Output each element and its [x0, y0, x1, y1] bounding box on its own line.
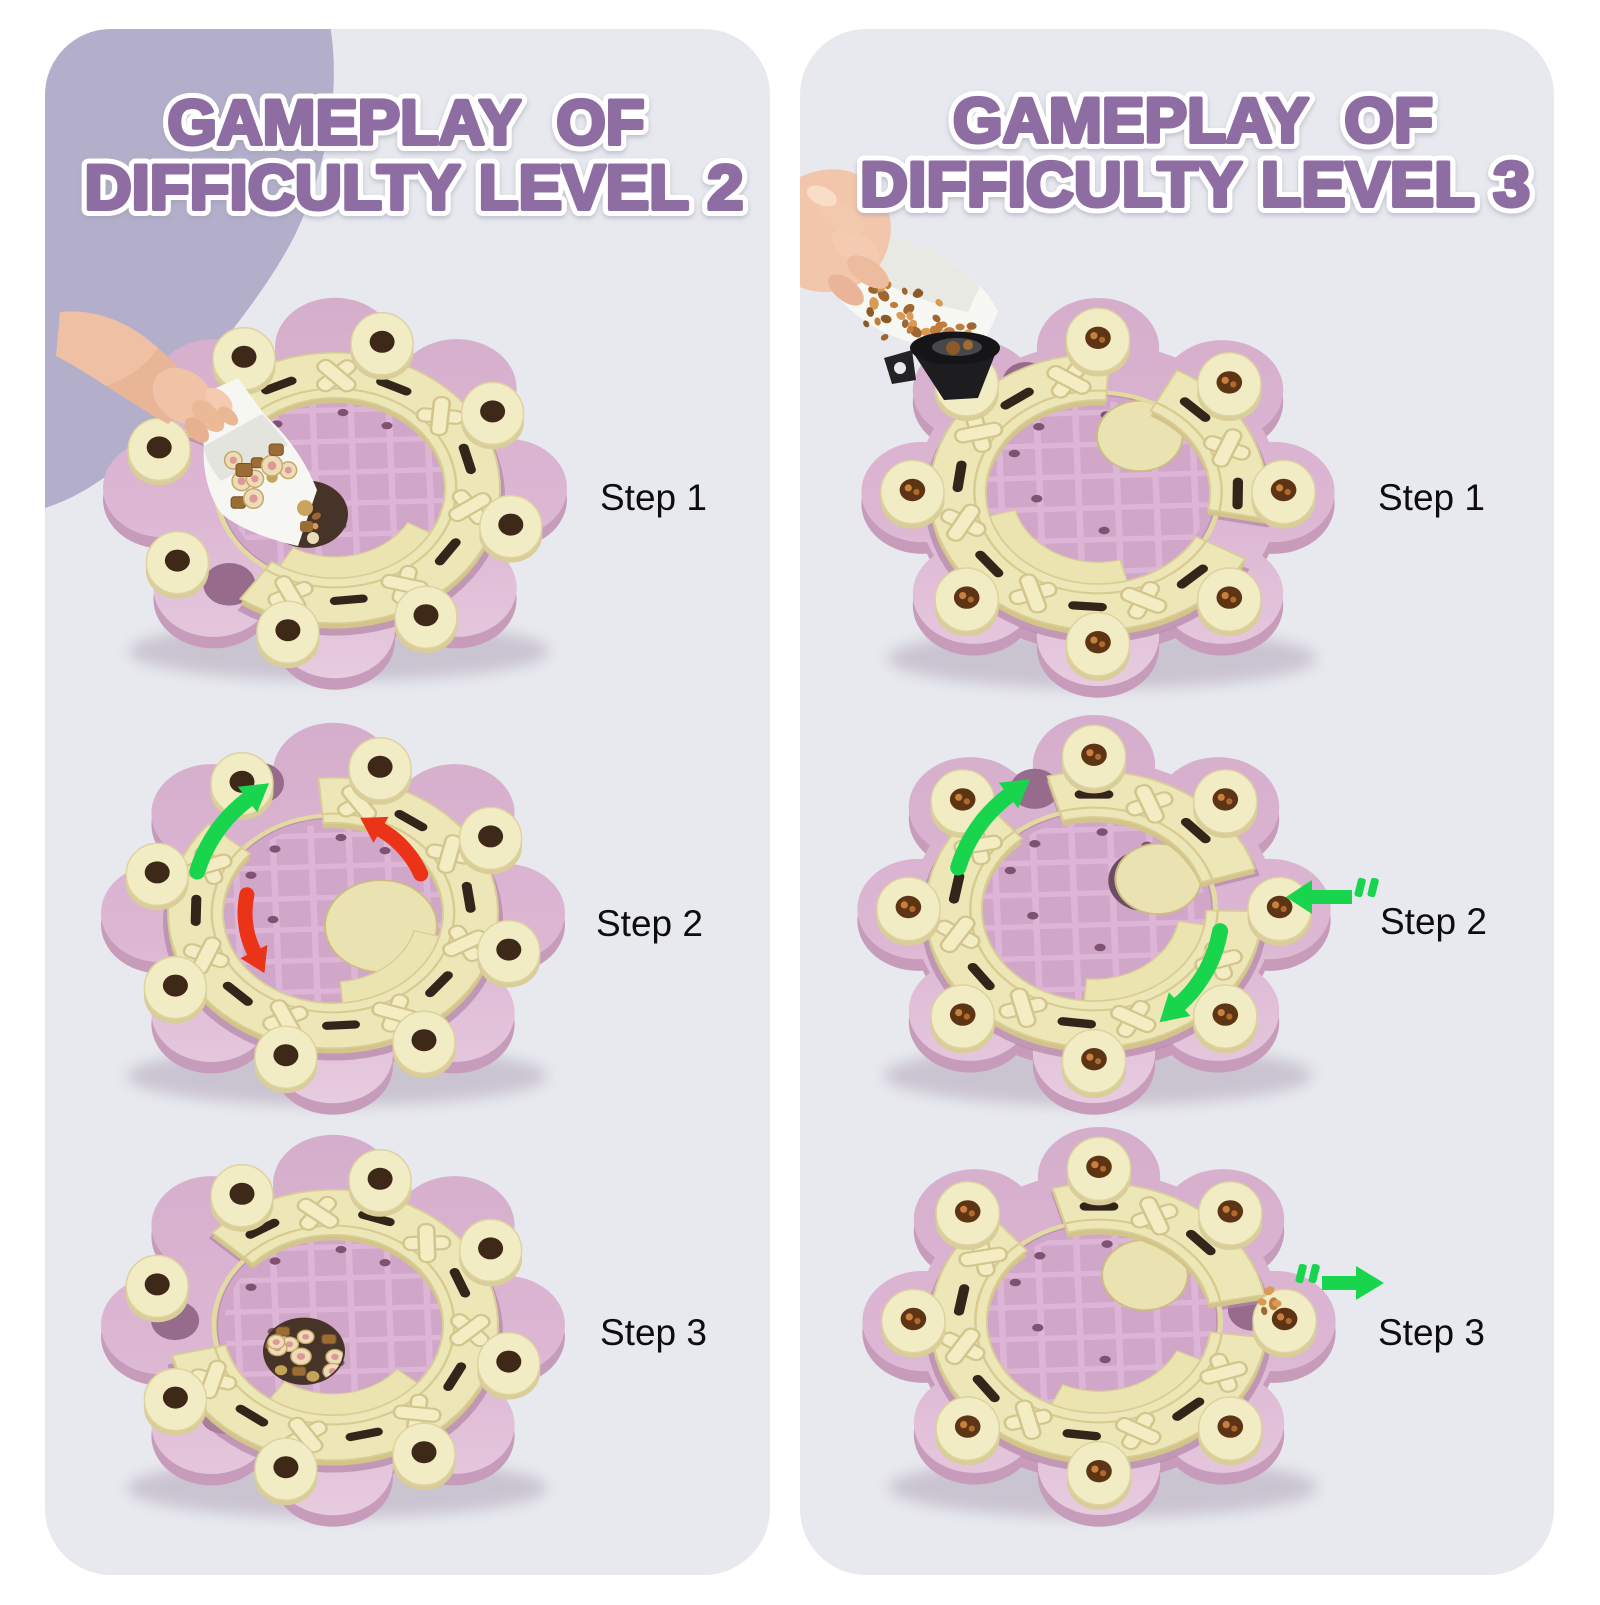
svg-text:Step 3: Step 3: [1378, 1312, 1485, 1353]
svg-text:GAMEPLAY OF: GAMEPLAY OF: [953, 86, 1433, 156]
svg-text:Step 1: Step 1: [1378, 477, 1485, 518]
svg-text:DIFFICULTY LEVEL 3: DIFFICULTY LEVEL 3: [860, 150, 1530, 220]
svg-text:Step 2: Step 2: [1380, 901, 1487, 942]
svg-text:Step 1: Step 1: [600, 477, 707, 518]
svg-text:DIFFICULTY LEVEL 2: DIFFICULTY LEVEL 2: [85, 153, 744, 223]
svg-text:Step 3: Step 3: [600, 1312, 707, 1353]
svg-text:DIFFICULTY LEVEL 2: DIFFICULTY LEVEL 2: [85, 153, 744, 223]
svg-text:GAMEPLAY OF: GAMEPLAY OF: [168, 88, 645, 158]
svg-text:DIFFICULTY LEVEL 3: DIFFICULTY LEVEL 3: [860, 150, 1530, 220]
svg-text:GAMEPLAY OF: GAMEPLAY OF: [953, 86, 1433, 156]
svg-text:GAMEPLAY OF: GAMEPLAY OF: [168, 88, 645, 158]
svg-text:Step 2: Step 2: [596, 903, 703, 944]
